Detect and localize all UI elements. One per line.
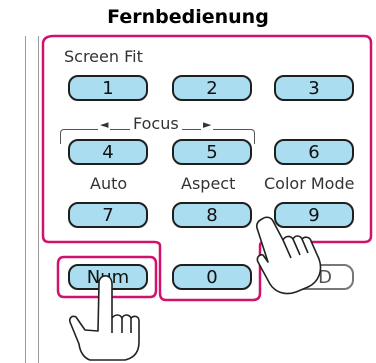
- num-key-highlight: [56, 255, 158, 299]
- key-1[interactable]: 1: [68, 75, 148, 101]
- screen-fit-label: Screen Fit: [64, 47, 143, 66]
- auto-label: Auto: [90, 174, 128, 193]
- key-4[interactable]: 4: [68, 139, 148, 165]
- key-0[interactable]: 0: [172, 264, 252, 290]
- color-mode-label: Color Mode: [264, 174, 355, 193]
- number-keys-highlight: [41, 34, 373, 302]
- hand-pointer-icon: [255, 216, 322, 295]
- remote-edge-outer: [25, 36, 26, 363]
- aspect-label: Aspect: [181, 174, 236, 193]
- focus-right-arrow: ►: [201, 118, 214, 131]
- page-title: Fernbedienung: [107, 6, 269, 28]
- key-9[interactable]: 9: [274, 202, 354, 228]
- key-5[interactable]: 5: [172, 139, 252, 165]
- remote-edge-inner: [38, 36, 39, 363]
- key-2[interactable]: 2: [172, 75, 252, 101]
- key-3[interactable]: 3: [274, 75, 354, 101]
- key-8[interactable]: 8: [172, 202, 252, 228]
- hand-pointer-icon: [69, 275, 140, 361]
- key-7[interactable]: 7: [68, 202, 148, 228]
- focus-left-arrow: ◄: [98, 118, 111, 131]
- key-6[interactable]: 6: [274, 139, 354, 165]
- focus-label: Focus: [130, 114, 182, 133]
